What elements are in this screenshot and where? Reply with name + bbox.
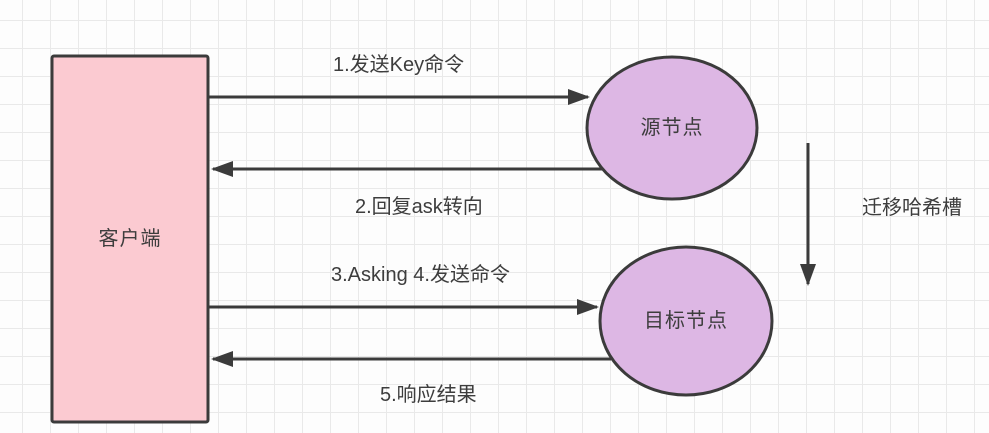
client-node-label: 客户端 bbox=[98, 228, 162, 250]
target-node-shape bbox=[598, 245, 774, 397]
client-node-shape bbox=[50, 54, 210, 424]
edge-label-step2: 2.回复ask转向 bbox=[355, 196, 483, 218]
edge-label-step1: 1.发送Key命令 bbox=[333, 54, 465, 76]
source-node-shape bbox=[585, 55, 759, 201]
edge-label-migrate: 迁移哈希槽 bbox=[862, 197, 962, 219]
edge-label-step5: 5.响应结果 bbox=[380, 384, 477, 406]
target-node-label: 目标节点 bbox=[644, 310, 728, 332]
source-node-label: 源节点 bbox=[640, 117, 704, 139]
edge-label-step3: 3.Asking 4.发送命令 bbox=[331, 264, 510, 286]
